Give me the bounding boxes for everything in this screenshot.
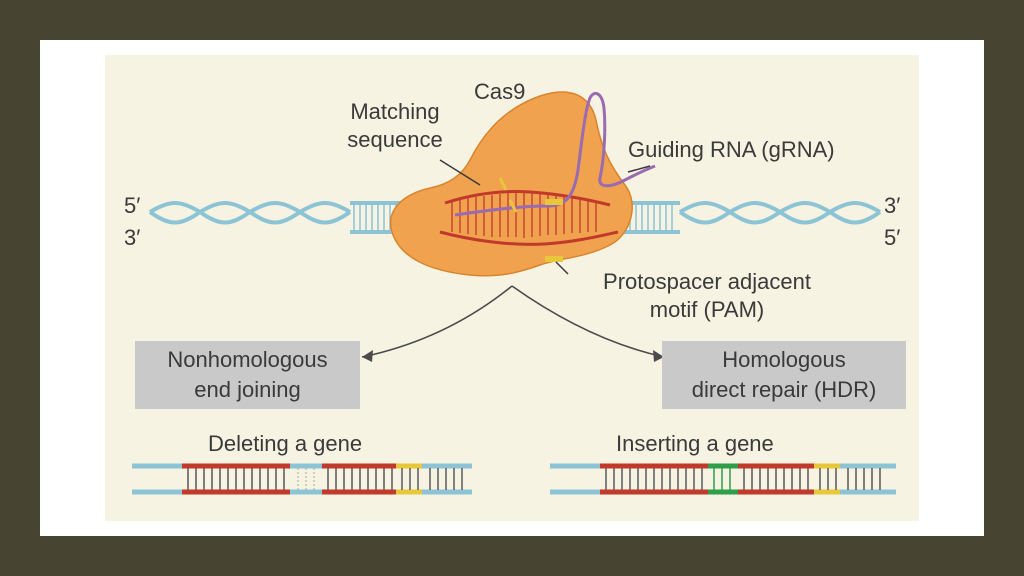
nhej-box: Nonhomologous end joining bbox=[135, 341, 360, 409]
outcome-arrows bbox=[361, 285, 665, 358]
dna-left-helix-strand-b bbox=[148, 201, 352, 225]
guiding-rna-strand bbox=[454, 91, 656, 217]
pam-mark-top bbox=[545, 199, 563, 205]
pam-label-line-1: Protospacer adjacent bbox=[603, 269, 811, 294]
cut-site-mark bbox=[498, 177, 518, 213]
dna-right-helix-strand-b bbox=[678, 201, 882, 225]
leader-lines bbox=[439, 159, 651, 275]
matching-sequence-line-2: sequence bbox=[347, 127, 443, 152]
right-3-prime-label: 3′ bbox=[884, 193, 901, 218]
hdr-box: Homologous direct repair (HDR) bbox=[662, 341, 906, 409]
arrowhead-left bbox=[362, 350, 373, 362]
right-5-prime-label: 5′ bbox=[884, 225, 901, 250]
cas9-label: Cas9 bbox=[474, 79, 526, 104]
deleting-gene-label: Deleting a gene bbox=[208, 431, 363, 456]
pam-mark-bottom bbox=[545, 256, 563, 262]
hdr-title-line-2: direct repair (HDR) bbox=[691, 377, 877, 402]
matching-sequence-line-1: Matching bbox=[350, 99, 440, 124]
matching-sequence-label: Matching sequence bbox=[330, 98, 460, 154]
hdr-title-line-1: Homologous bbox=[722, 347, 846, 372]
pam-label-line-2: motif (PAM) bbox=[649, 297, 765, 322]
target-dna-segment bbox=[439, 190, 619, 246]
left-5-prime-label: 5′ bbox=[124, 193, 141, 218]
nhej-title-line-2: end joining bbox=[194, 377, 301, 402]
inserting-gene-label: Inserting a gene bbox=[616, 431, 774, 456]
inserting-gene-dna bbox=[550, 463, 896, 495]
pam-label: Protospacer adjacent motif (PAM) bbox=[574, 268, 840, 324]
arrowhead-right bbox=[653, 350, 664, 362]
target-dna-rungs bbox=[451, 193, 597, 238]
nhej-title-line-1: Nonhomologous bbox=[167, 347, 328, 372]
deleting-gene-dna bbox=[132, 463, 472, 495]
guiding-rna-label: Guiding RNA (gRNA) bbox=[628, 137, 835, 162]
left-3-prime-label: 3′ bbox=[124, 225, 141, 250]
